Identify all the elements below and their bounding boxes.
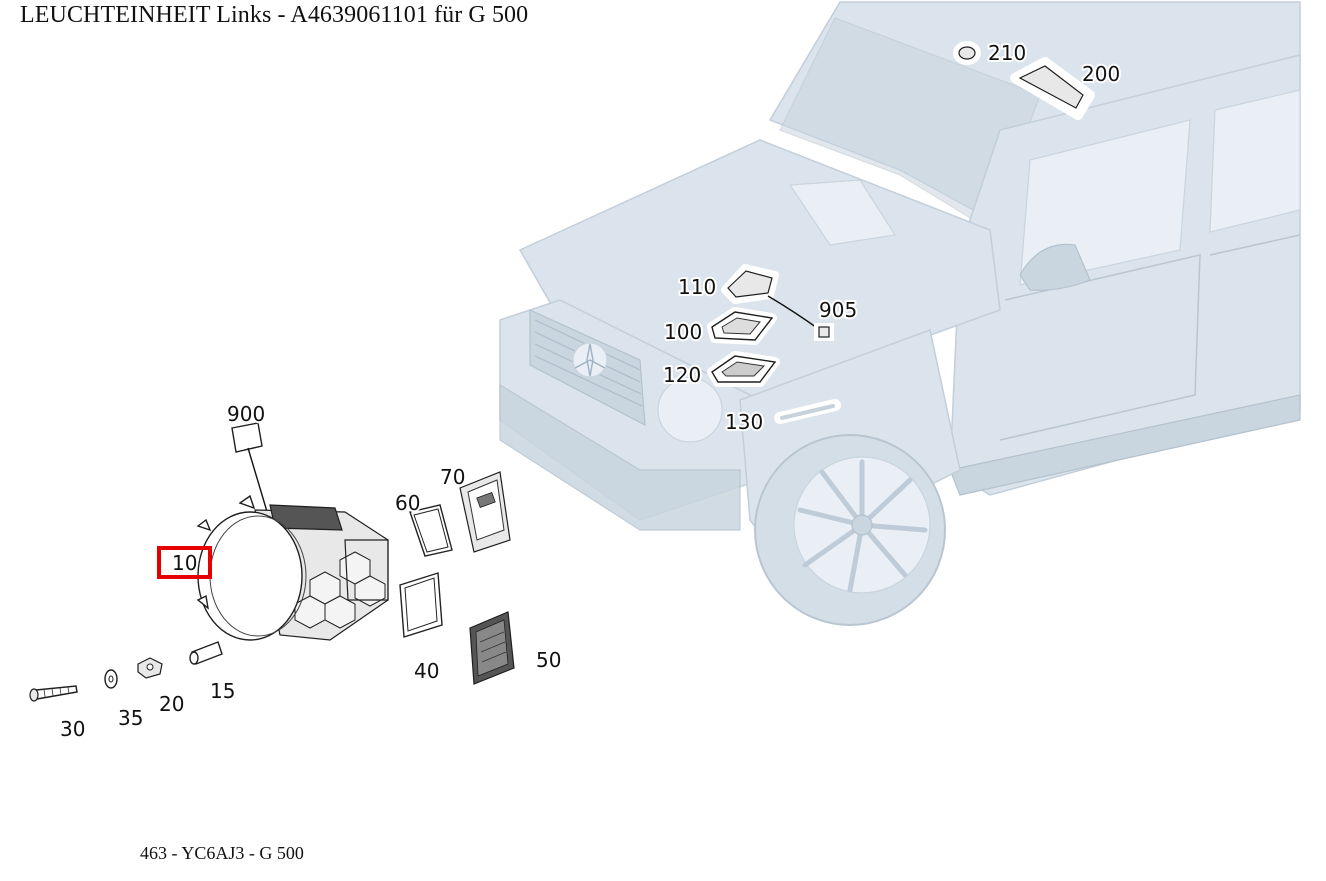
page-title: LEUCHTEINHEIT Links - A4639061101 für G … [20, 2, 529, 28]
callout-130[interactable]: 130 [723, 408, 765, 436]
part-100-frame [707, 307, 777, 345]
part-35-washer [104, 669, 118, 689]
callout-100[interactable]: 100 [662, 318, 704, 346]
part-15-sleeve [189, 641, 223, 665]
part-10-headlamp-unit [196, 494, 389, 641]
part-60-gasket [409, 504, 453, 557]
part-40-gasket [399, 572, 443, 638]
part-110-sensor [721, 264, 779, 304]
part-30-screw [29, 685, 78, 702]
callout-15[interactable]: 15 [208, 677, 237, 705]
callout-20[interactable]: 20 [157, 690, 186, 718]
vehicle-illustration [499, 1, 1301, 626]
callout-10[interactable]: 10 [170, 549, 199, 577]
callout-900[interactable]: 900 [225, 400, 267, 428]
callout-905[interactable]: 905 [817, 296, 859, 324]
callout-50[interactable]: 50 [534, 646, 563, 674]
callout-30[interactable]: 30 [58, 715, 87, 743]
callout-120[interactable]: 120 [661, 361, 703, 389]
callout-70[interactable]: 70 [438, 463, 467, 491]
part-20-nut [137, 657, 163, 679]
part-900-label [231, 422, 269, 516]
footer-caption: 463 - YC6AJ3 - G 500 [140, 843, 304, 863]
part-210-clip [953, 41, 981, 65]
callout-40[interactable]: 40 [412, 657, 441, 685]
part-120-cover [707, 351, 780, 387]
callout-35[interactable]: 35 [116, 704, 145, 732]
callout-200[interactable]: 200 [1080, 60, 1122, 88]
part-50-module [469, 611, 515, 685]
part-905-connector [767, 295, 834, 341]
part-70-control-unit [459, 471, 511, 553]
callout-210[interactable]: 210 [986, 39, 1028, 67]
selected-callout-frame [157, 546, 212, 579]
callout-60[interactable]: 60 [393, 489, 422, 517]
part-200-roof-lamp [1010, 57, 1095, 120]
callout-110[interactable]: 110 [676, 273, 718, 301]
